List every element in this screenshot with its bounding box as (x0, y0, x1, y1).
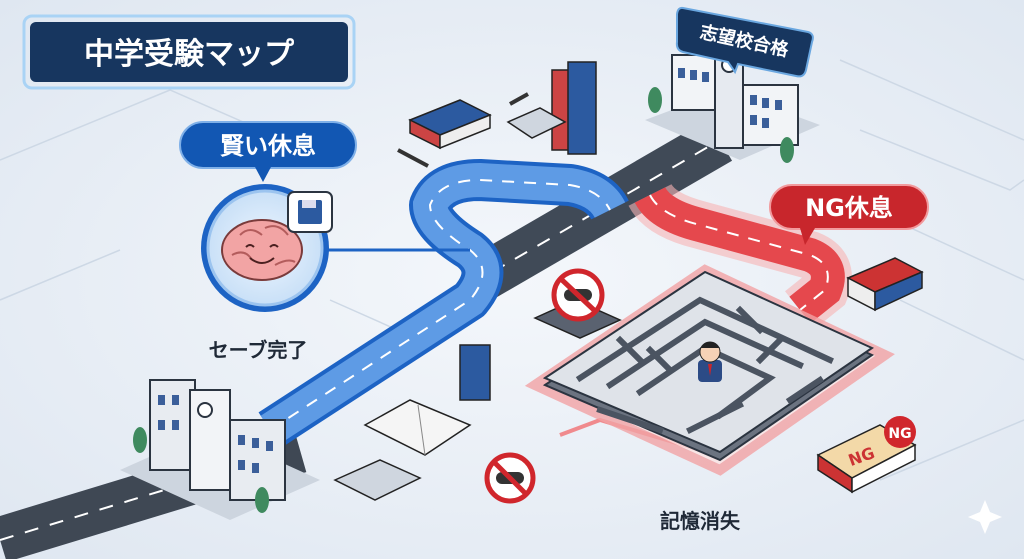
goal-label-badge: 志望校合格 (675, 6, 814, 78)
pencil-icon (397, 92, 529, 168)
page-title: 中学受験マップ (84, 37, 295, 72)
ng-book-icon: NG NG (816, 416, 917, 494)
book-stack-icon (408, 99, 492, 150)
smart-rest-label-badge: 賢い休息 (179, 121, 357, 182)
no-game-controller-icon (484, 452, 536, 504)
save-complete-caption: セーブ完了 (209, 338, 308, 362)
sparkle-icon (968, 500, 1002, 534)
no-game-phone-icon (533, 268, 622, 339)
smart-rest-road (258, 159, 629, 448)
ng-badge-text: NG (888, 426, 911, 442)
start-school-building (120, 379, 320, 520)
clock-icon (197, 402, 213, 418)
title-banner: 中学受験マップ (22, 14, 356, 90)
ng-rest-label-badge: NG休息 (769, 184, 929, 245)
calculator-icon-2 (333, 459, 422, 501)
memory-loss-caption: 記憶消失 (660, 509, 741, 533)
upright-books-icon (551, 61, 597, 155)
book-icon (459, 344, 491, 401)
smart-rest-label: 賢い休息 (220, 132, 316, 160)
calculator-icon (506, 107, 567, 139)
tree-icon (133, 427, 147, 453)
brain-icon (221, 219, 303, 281)
tree-icon (255, 487, 269, 513)
brain-save-badge (201, 184, 333, 312)
open-notebook-icon (363, 399, 472, 456)
tree-icon (648, 87, 662, 113)
maze (524, 264, 895, 476)
save-floppy-icon (287, 191, 333, 233)
ng-badge (884, 416, 916, 448)
road-main-dashes (469, 139, 721, 286)
tree-icon (780, 137, 794, 163)
ng-rest-label: NG休息 (805, 194, 893, 222)
red-book-stack-icon (846, 257, 924, 312)
student-icon (698, 341, 722, 382)
goal-school-building (645, 47, 820, 163)
